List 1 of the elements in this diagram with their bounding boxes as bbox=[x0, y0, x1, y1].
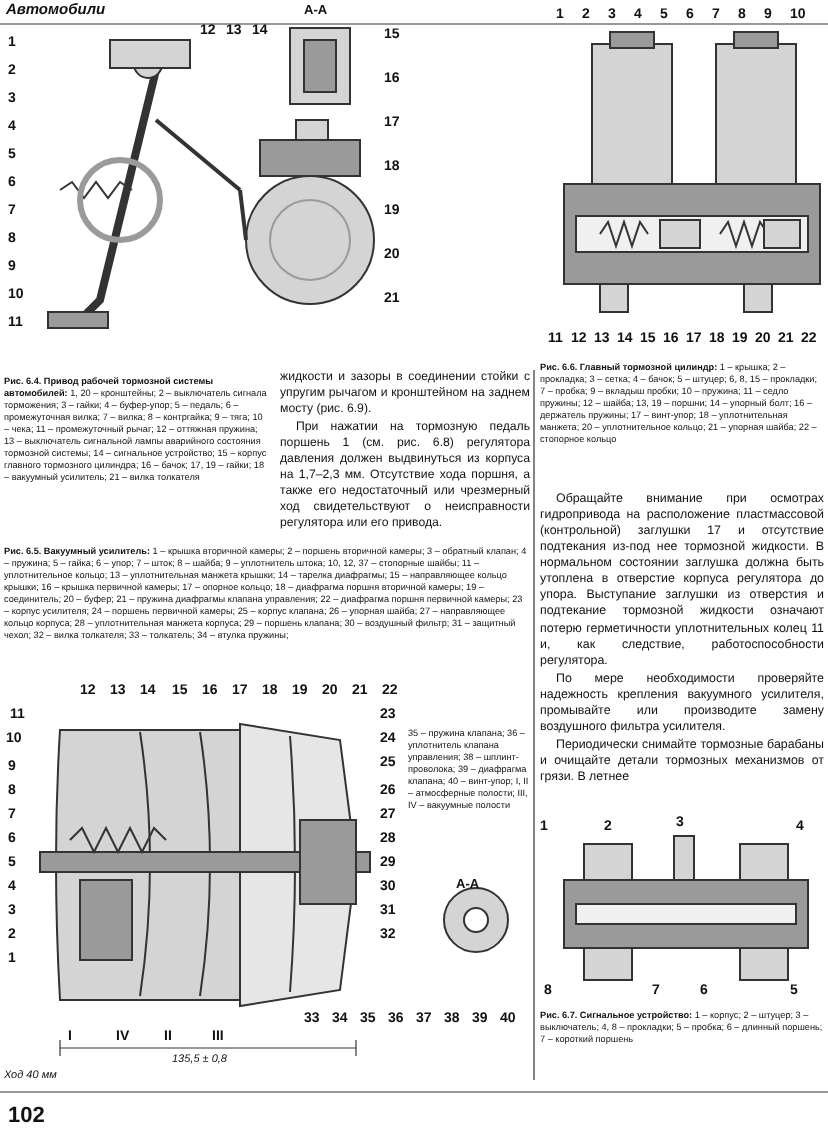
page-number: 102 bbox=[8, 1106, 45, 1128]
